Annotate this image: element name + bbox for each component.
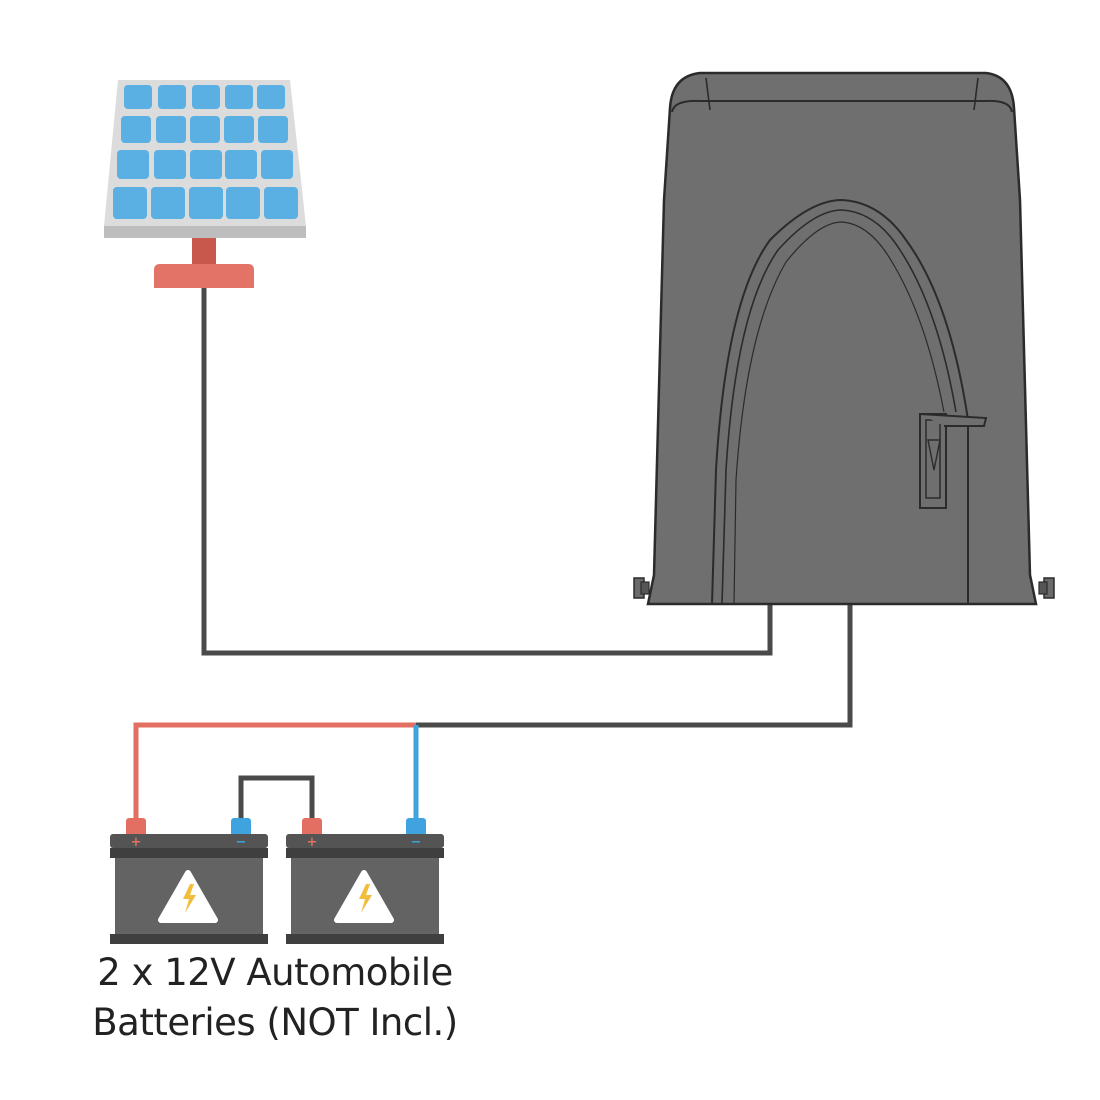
high-voltage-warning-icon [334, 870, 394, 923]
caption-line-2: Batteries (NOT Incl.) [92, 1001, 458, 1044]
gate-opener-motor-icon [633, 71, 1055, 606]
car-battery-icon: + − [286, 818, 444, 944]
battery2-positive-terminal [302, 818, 322, 836]
battery2-negative-sign: − [411, 835, 422, 850]
mounting-bolt-right [1038, 577, 1055, 599]
positive-wire [133, 722, 416, 820]
battery1-negative-sign: − [236, 835, 247, 850]
panel-cells [113, 85, 298, 219]
battery1-lid [110, 834, 268, 848]
solar-panel-wire [201, 286, 773, 656]
battery-feed-wire [416, 603, 853, 728]
battery1-positive-terminal [126, 818, 146, 836]
motor-body [646, 71, 1038, 606]
panel-stand-post [192, 238, 216, 266]
car-battery-icon: + − [110, 818, 268, 944]
caption-line-1: 2 x 12V Automobile [97, 951, 453, 994]
battery2-positive-sign: + [307, 835, 318, 850]
panel-stand-foot [154, 264, 254, 288]
battery1-negative-terminal [231, 818, 251, 836]
series-jumper-wire [238, 775, 315, 820]
battery2-negative-terminal [406, 818, 426, 836]
motor-arch-cover [711, 198, 969, 605]
wiring [133, 286, 853, 820]
high-voltage-warning-icon [158, 870, 218, 923]
motor-top-cap [671, 99, 1013, 113]
battery2-lid [286, 834, 444, 848]
manual-release-lock-icon [919, 413, 988, 509]
solar-panel-icon [104, 80, 306, 288]
battery1-positive-sign: + [131, 835, 142, 850]
mounting-bolt-left [633, 577, 650, 599]
panel-base-edge [104, 226, 306, 238]
battery-caption: 2 x 12V Automobile Batteries (NOT Incl.) [60, 948, 490, 1048]
